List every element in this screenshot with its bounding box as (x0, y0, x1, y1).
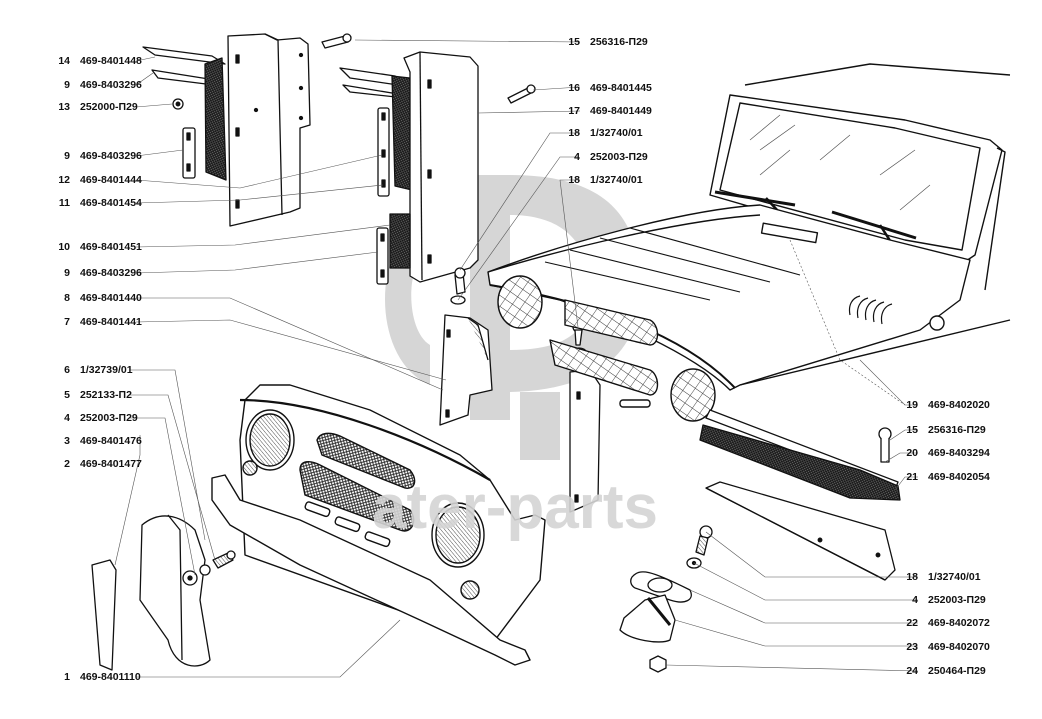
watermark-text: ater-parts (372, 473, 658, 542)
grille-strips (699, 409, 901, 581)
leader-lines (114, 39, 919, 678)
hood-lock-parts (619, 525, 713, 673)
side-trim-parts (91, 514, 236, 671)
hood-and-windshield (487, 63, 1011, 422)
left-mud-shield-assembly (142, 33, 536, 285)
middle-brackets (439, 267, 601, 513)
front-panel (211, 384, 546, 666)
